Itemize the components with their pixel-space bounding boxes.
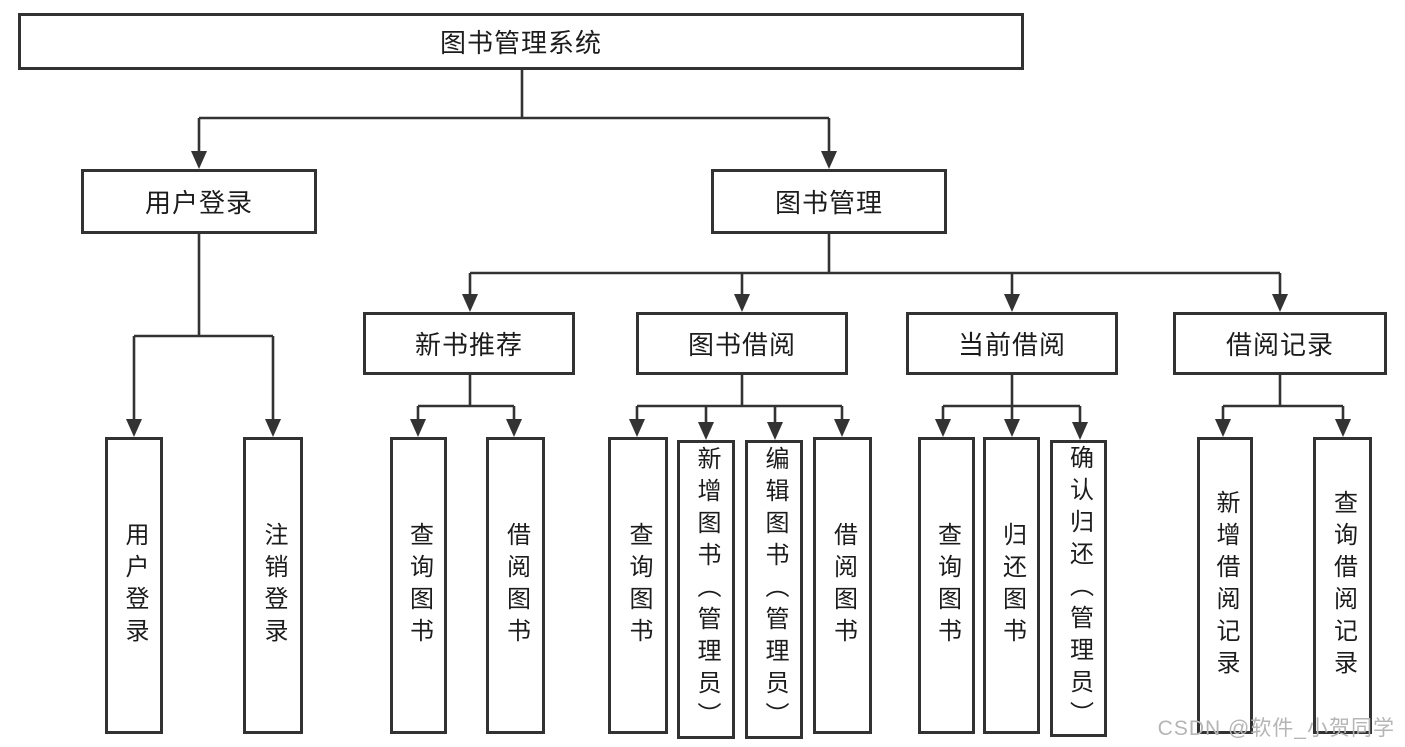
connector-current-borrow-branch: [935, 375, 1088, 440]
leaf-bb-edit-book-admin: 编辑图书（管理员）: [745, 440, 803, 739]
leaf-bb-query-books: 查询图书: [608, 437, 668, 734]
node-user-login: 用户登录: [81, 169, 317, 234]
connector-book-mgmt-to-level3: [462, 234, 1288, 312]
leaf-cb-return-books: 归还图书: [983, 437, 1040, 734]
leaf-cb-query-books: 查询图书: [918, 437, 975, 734]
leaf-bb-add-book-admin: 新增图书（管理员）: [677, 440, 735, 739]
connector-book-borrow-branch: [629, 375, 850, 440]
node-root-library-system: 图书管理系统: [18, 13, 1024, 70]
leaf-br-add-record: 新增借阅记录: [1197, 437, 1253, 734]
leaf-nb-borrow-books: 借阅图书: [486, 437, 545, 734]
leaf-cb-confirm-return-admin: 确认归还（管理员）: [1050, 440, 1107, 737]
connector-new-book-branch: [410, 375, 522, 437]
node-new-book-recommend: 新书推荐: [363, 312, 575, 375]
node-borrow-records: 借阅记录: [1173, 312, 1387, 375]
leaf-br-query-record: 查询借阅记录: [1313, 437, 1372, 734]
leaf-user-login: 用户登录: [105, 437, 163, 734]
leaf-nb-query-books: 查询图书: [390, 437, 447, 734]
connector-user-login-branch: [126, 234, 281, 437]
node-current-borrow: 当前借阅: [906, 312, 1118, 375]
watermark-csdn: CSDN @软件_小贺同学: [1157, 717, 1395, 740]
leaf-logout: 注销登录: [243, 437, 303, 734]
connector-borrow-records-branch: [1215, 375, 1351, 437]
leaf-bb-borrow-books: 借阅图书: [813, 437, 872, 734]
connector-root-to-level2: [191, 70, 837, 169]
node-book-borrow: 图书借阅: [636, 312, 848, 375]
node-book-mgmt: 图书管理: [711, 169, 947, 234]
